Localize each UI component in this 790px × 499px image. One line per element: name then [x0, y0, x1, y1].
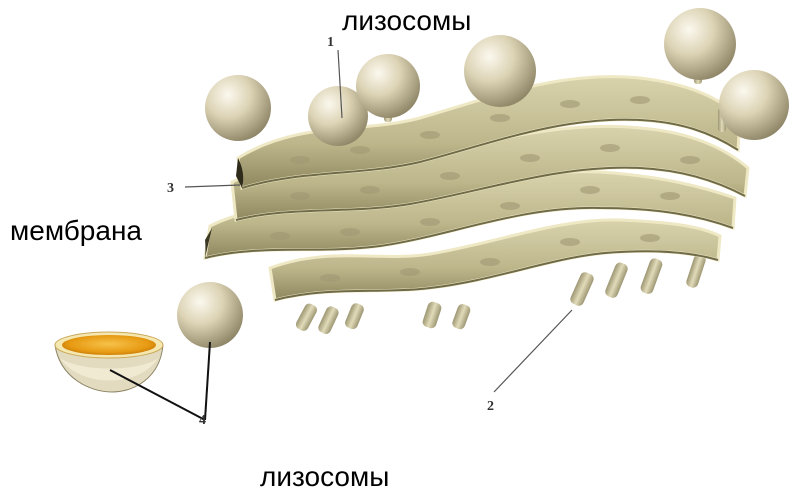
golgi-cisternae-stack	[205, 77, 748, 300]
cut-vesicle	[55, 332, 163, 392]
marker-1: 1	[327, 35, 334, 50]
marker-3: 3	[167, 181, 174, 196]
vesicle	[205, 75, 271, 141]
vesicle	[719, 70, 789, 140]
vesicle	[356, 54, 420, 118]
label-bottom-lysosomes: лизосомы	[260, 461, 389, 492]
vesicle	[177, 282, 243, 348]
vesicle	[464, 35, 536, 107]
vesicle	[664, 8, 736, 80]
label-top-lysosomes: лизосомы	[342, 5, 471, 36]
marker-2: 2	[487, 399, 494, 414]
cut-vesicle-core	[62, 335, 156, 355]
label-membrane: мембрана	[10, 215, 142, 246]
marker-4: 4	[199, 413, 206, 428]
